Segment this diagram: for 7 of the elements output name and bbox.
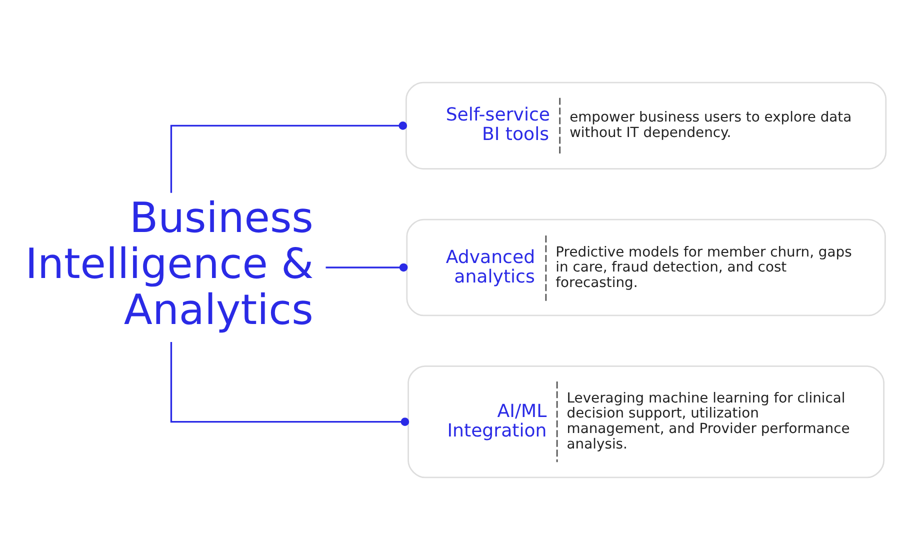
connector xyxy=(170,341,410,426)
node-text: Business Intelligence & Analytics xyxy=(25,192,314,334)
node-box: Advanced analytics Predictive models for member churn, gaps in care, fraud detection, and cost forecasting. xyxy=(406,218,886,316)
connector xyxy=(170,121,408,192)
node-box: Self-service BI tools empower business users to explore data without IT dependency. xyxy=(406,81,887,169)
node-box: AI/ML Integration Leveraging machine learning for clinical decision support, utilization management, and Provider performance analysis. xyxy=(408,365,884,478)
connector xyxy=(326,262,408,272)
